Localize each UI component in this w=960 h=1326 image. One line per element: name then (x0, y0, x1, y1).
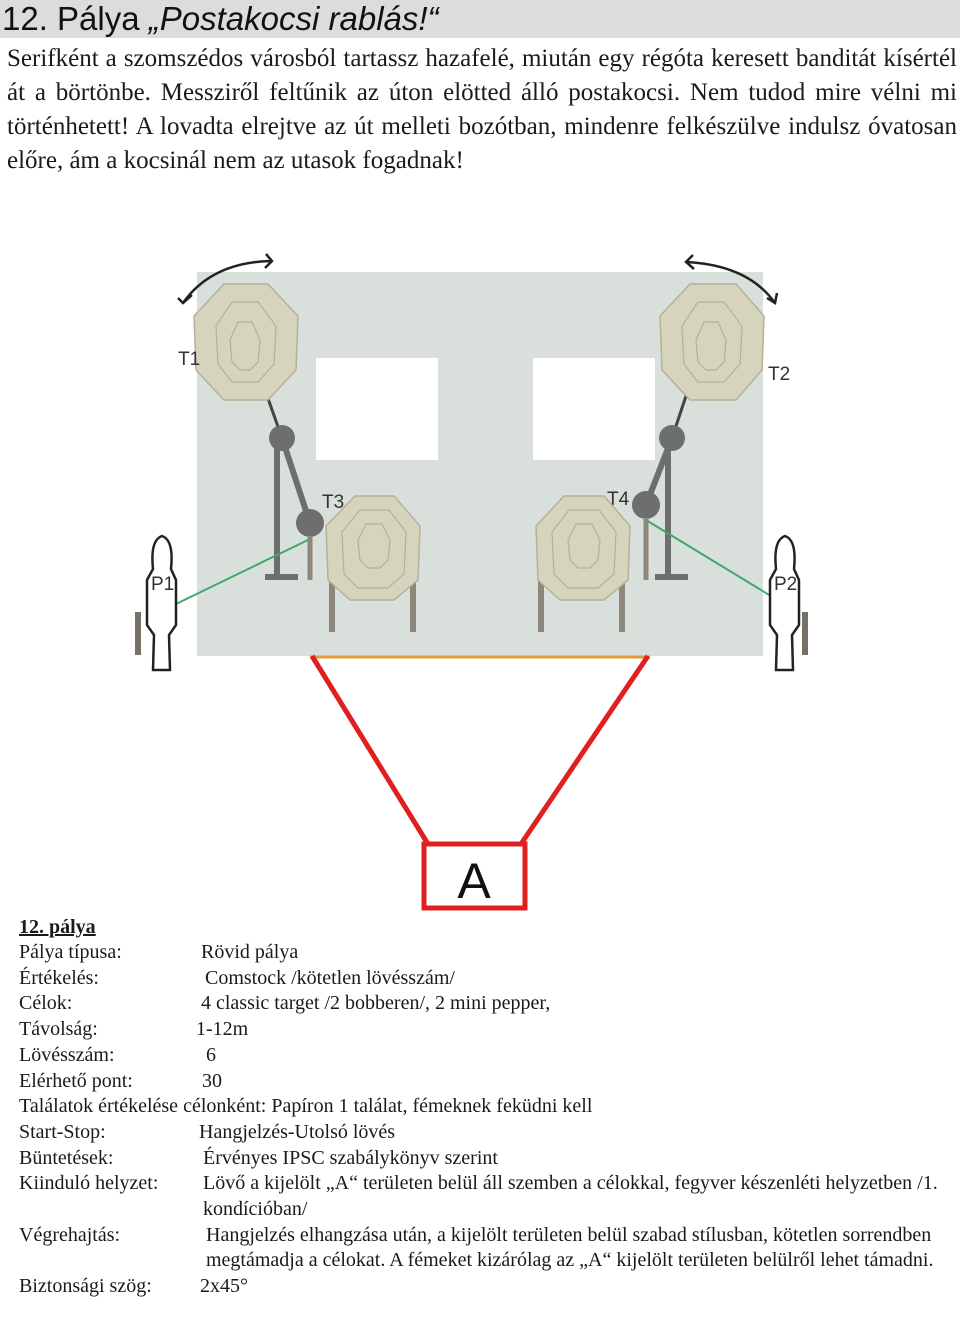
title-prefix: 12. Pálya (2, 0, 149, 37)
label-t4: T4 (607, 489, 630, 510)
classic-target-left (325, 495, 421, 632)
label-p2: P2 (774, 574, 797, 595)
info-row: Lövésszám: 6 (19, 1043, 949, 1069)
info-row: Start-Stop: Hangjelzés-Utolsó lövés (19, 1120, 949, 1146)
info-row: Biztonsági szög: 2x45° (19, 1274, 949, 1300)
info-value: Érvényes IPSC szabálykönyv szerint (203, 1146, 498, 1169)
label-t1: T1 (178, 349, 200, 370)
info-value: 1-12m (196, 1018, 249, 1041)
rotation-arrow-right (684, 254, 779, 306)
label-a: A (457, 853, 491, 909)
info-key: Célok: (19, 992, 73, 1015)
info-value: 2x45° (200, 1275, 248, 1298)
info-row: Célok: 4 classic target /2 bobberen/, 2 m… (19, 991, 949, 1017)
info-value: Comstock /kötetlen lövésszám/ (205, 966, 455, 989)
popper-t4 (632, 491, 660, 519)
info-key: Végrehajtás: (19, 1223, 121, 1246)
info-value: Hangjelzés elhangzása után, a kijelölt t… (206, 1223, 934, 1272)
info-row: Kiinduló helyzet: Lövő a kijelölt „A“ ter… (19, 1171, 949, 1222)
window-right (533, 358, 655, 460)
classic-target-right (535, 495, 631, 632)
no-shoot-p2 (768, 534, 808, 672)
info-key: Kiinduló helyzet: (19, 1172, 159, 1195)
no-shoot-p1 (135, 534, 178, 672)
info-row: Végrehajtás: Hangjelzés elhangzása után, … (19, 1223, 949, 1274)
intro-paragraph: Serifként a szomszédos városból tartassz… (7, 45, 957, 174)
page-title: 12. Pálya „Postakocsi rablás!“ (0, 0, 960, 38)
label-t2: T2 (768, 364, 790, 385)
info-key: Találatok értékelése célonként: Papíron … (19, 1095, 593, 1118)
info-key: Elérhető pont: (19, 1069, 133, 1092)
info-key: Büntetések: (19, 1146, 114, 1169)
info-key: Pálya típusa: (19, 941, 122, 963)
info-row: Értékelés: Comstock /kötetlen lövésszám/ (19, 966, 949, 992)
shooting-area-a (309, 654, 651, 911)
green-line-left (175, 538, 311, 605)
info-key: Lövésszám: (19, 1043, 115, 1066)
info-value: Lövő a kijelölt „A“ területen belül áll … (203, 1172, 938, 1221)
label-p1: P1 (151, 574, 174, 595)
info-row: Elérhető pont: 30 (19, 1069, 949, 1095)
info-row: Találatok értékelése célonként: Papíron … (19, 1094, 949, 1120)
info-key: Start-Stop: (19, 1120, 106, 1143)
info-value: 6 (206, 1043, 216, 1066)
info-key: Biztonsági szög: (19, 1275, 152, 1298)
info-key: Távolság: (19, 1018, 98, 1041)
info-value: 4 classic target /2 bobberen/, 2 mini pe… (201, 992, 551, 1015)
info-row: Távolság: 1-12m (19, 1017, 949, 1043)
target-t2 (643, 283, 765, 580)
label-t3: T3 (322, 492, 344, 513)
rotation-arrow-left (177, 253, 274, 305)
title-italic: „Postakocsi rablás!“ (148, 0, 439, 37)
green-line-right (645, 519, 785, 605)
info-value: Rövid pálya (201, 941, 299, 963)
info-value: Hangjelzés-Utolsó lövés (199, 1120, 396, 1143)
info-row: Büntetések: Érvényes IPSC szabálykönyv sz… (19, 1146, 949, 1172)
info-value: 30 (202, 1069, 222, 1092)
window-left (316, 358, 438, 460)
info-row: Pálya típusa: Rövid pálya (19, 940, 949, 966)
stage-diagram: T1 T2 T3 T4 P1 (135, 253, 808, 911)
info-heading: 12. pálya (19, 916, 96, 938)
popper-t3 (296, 509, 324, 537)
info-key: Értékelés: (19, 966, 99, 989)
